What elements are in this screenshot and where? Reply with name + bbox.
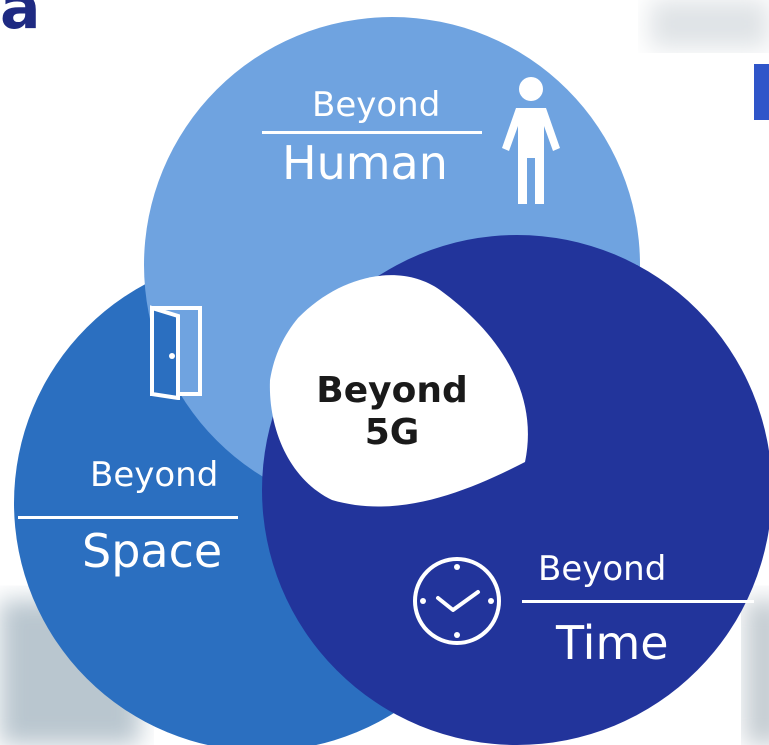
header-bar-fragment (754, 64, 769, 120)
human-beyond-label: Beyond (312, 85, 441, 125)
center-label-line2: 5G (364, 412, 420, 454)
human-word-label: Human (282, 136, 448, 190)
time-word-label: Time (556, 616, 669, 670)
center-region (269, 275, 528, 507)
space-word-label: Space (82, 524, 223, 578)
clock-icon (413, 557, 501, 645)
space-beyond-label: Beyond (90, 455, 219, 495)
space-divider (18, 516, 238, 519)
time-beyond-label: Beyond (538, 549, 667, 589)
center-label-line1: Beyond (316, 370, 468, 411)
center-label: Beyond 5G (292, 370, 492, 455)
door-icon (150, 305, 202, 400)
time-divider (522, 600, 754, 603)
header-text-fragment: a (0, 0, 41, 43)
human-divider (262, 131, 482, 134)
person-icon (502, 77, 560, 204)
